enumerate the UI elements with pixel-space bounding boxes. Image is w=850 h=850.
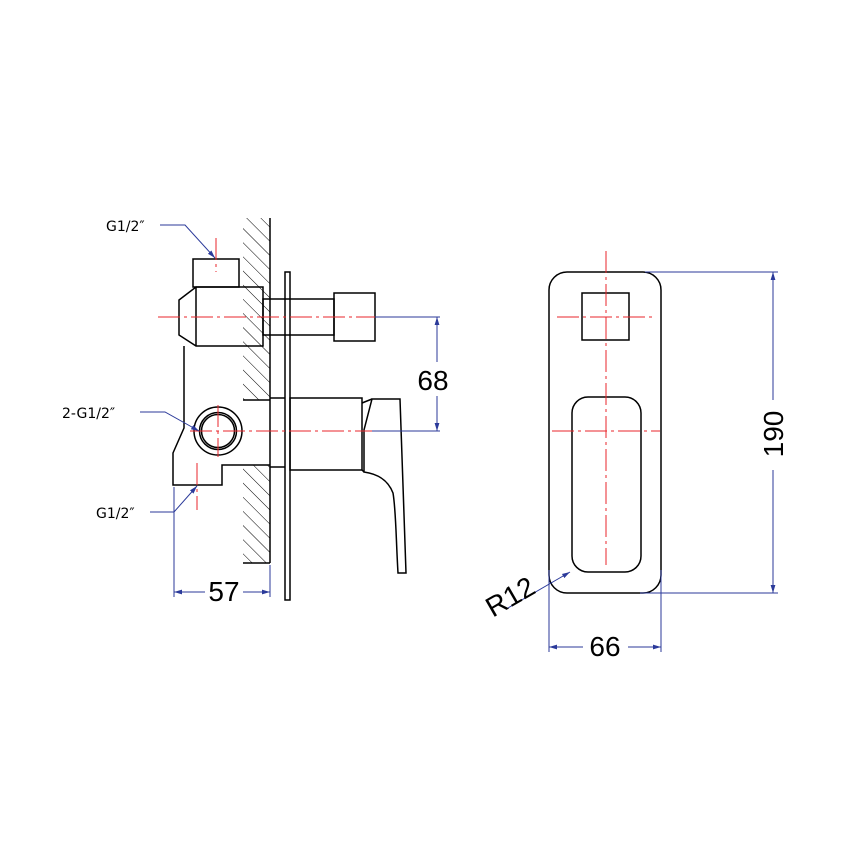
- r12-text: R12: [480, 571, 540, 624]
- dim-57-text: 57: [208, 576, 239, 607]
- mixer-handle: [363, 398, 407, 574]
- mixer-cartridge-body: [289, 397, 363, 471]
- handle-joint: [361, 398, 373, 473]
- wall-hatch-upper: [243, 218, 270, 400]
- top-outlet-fitting: [192, 258, 240, 288]
- side-view: G1/2″ 2-G1/2″ G1/2″ 68 57: [62, 218, 449, 607]
- r12-leader: [507, 571, 571, 609]
- bottom-thread-label: G1/2″: [96, 506, 135, 522]
- dim-68-extension-lines: [372, 316, 440, 432]
- top-thread-leader: [160, 224, 216, 259]
- front-plate: [548, 271, 662, 594]
- top-thread-label: G1/2″: [106, 219, 145, 235]
- dim-190-extension-lines: [640, 271, 778, 594]
- side-thread-leader: [140, 411, 200, 432]
- wall-hatch-lower: [243, 465, 270, 563]
- side-thread-label: 2-G1/2″: [62, 406, 115, 422]
- lower-valve-body: [172, 346, 270, 486]
- dim-190-text: 190: [758, 411, 789, 458]
- dim-66-text: 66: [589, 631, 620, 662]
- cartridge-sleeve: [270, 397, 285, 468]
- front-view: 190 66 R12: [480, 251, 789, 662]
- dim-68-text: 68: [417, 365, 448, 396]
